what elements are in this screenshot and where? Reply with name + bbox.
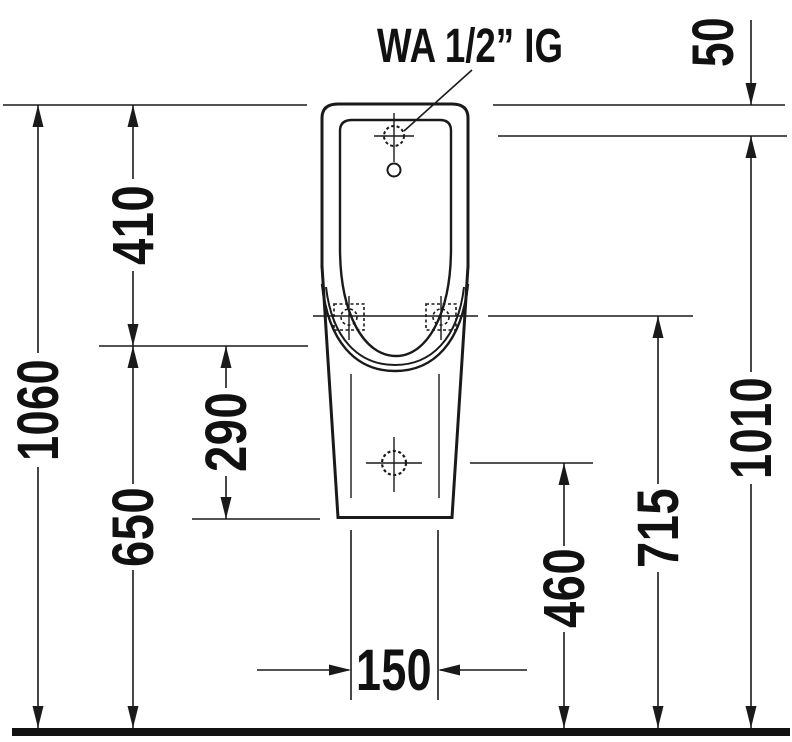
arrow-down-icon — [32, 706, 44, 728]
arrow-down-icon — [220, 497, 232, 519]
arrow-up-icon — [220, 346, 232, 368]
arrow-right-icon — [329, 664, 351, 676]
fixing-hole-box-icon — [425, 303, 457, 331]
fixing-hole-box-icon — [333, 303, 365, 331]
dimension-outlet-height: 460 — [532, 463, 597, 728]
dimension-inlet-offset: 50 — [681, 17, 757, 158]
arrow-up-icon — [127, 105, 139, 127]
dimension-inlet-height: 1010 — [719, 136, 784, 728]
dimension-upper-height: 410 — [101, 105, 166, 346]
water-inlet-marker — [374, 113, 414, 162]
callout-leader-line — [403, 69, 473, 132]
arrow-up-icon — [127, 346, 139, 368]
arrow-up-icon — [32, 105, 44, 127]
dimension-outlet-spread: 150 — [257, 530, 527, 703]
dim-label-1010: 1010 — [719, 377, 784, 479]
urinal-outer-shell — [320, 102, 470, 268]
dim-label-50: 50 — [681, 17, 746, 67]
dim-label-460: 460 — [532, 548, 597, 628]
arrow-up-icon — [652, 316, 664, 338]
outlet-marker — [366, 437, 422, 492]
arrow-down-icon — [558, 706, 570, 728]
reference-lines — [3, 104, 790, 736]
urinal-front-view — [320, 102, 470, 519]
dim-label-290: 290 — [194, 392, 259, 472]
arrow-down-icon — [652, 706, 664, 728]
dimension-fixing-height: 715 — [626, 316, 691, 728]
fixing-hole-right — [425, 296, 457, 340]
urinal-lower-body — [320, 265, 470, 519]
dim-label-410: 410 — [101, 185, 166, 265]
dimension-overall-height: 1060 — [6, 105, 71, 728]
bowl-inner-parallel-curve — [325, 286, 465, 367]
water-connection-label: WA 1/2” IG — [377, 20, 563, 73]
arrow-down-icon — [127, 706, 139, 728]
dimension-base-height: 650 — [101, 346, 166, 728]
arrow-down-icon — [745, 706, 757, 728]
dim-label-650: 650 — [101, 487, 166, 567]
fixing-hole-left — [333, 296, 365, 340]
arrow-up-icon — [558, 463, 570, 485]
connection-callout: WA 1/2” IG — [377, 20, 563, 132]
urinal-inner-rim — [338, 118, 453, 358]
dim-label-1060: 1060 — [6, 359, 71, 461]
overflow-hole-icon — [386, 162, 402, 178]
dim-label-715: 715 — [626, 488, 691, 568]
dim-label-150: 150 — [356, 638, 432, 703]
arrow-left-icon — [438, 664, 460, 676]
dimension-rim-to-base: 290 — [194, 346, 259, 519]
arrow-down-icon — [745, 83, 757, 105]
bowl-outer-curve — [320, 283, 470, 373]
arrow-down-icon — [127, 324, 139, 346]
